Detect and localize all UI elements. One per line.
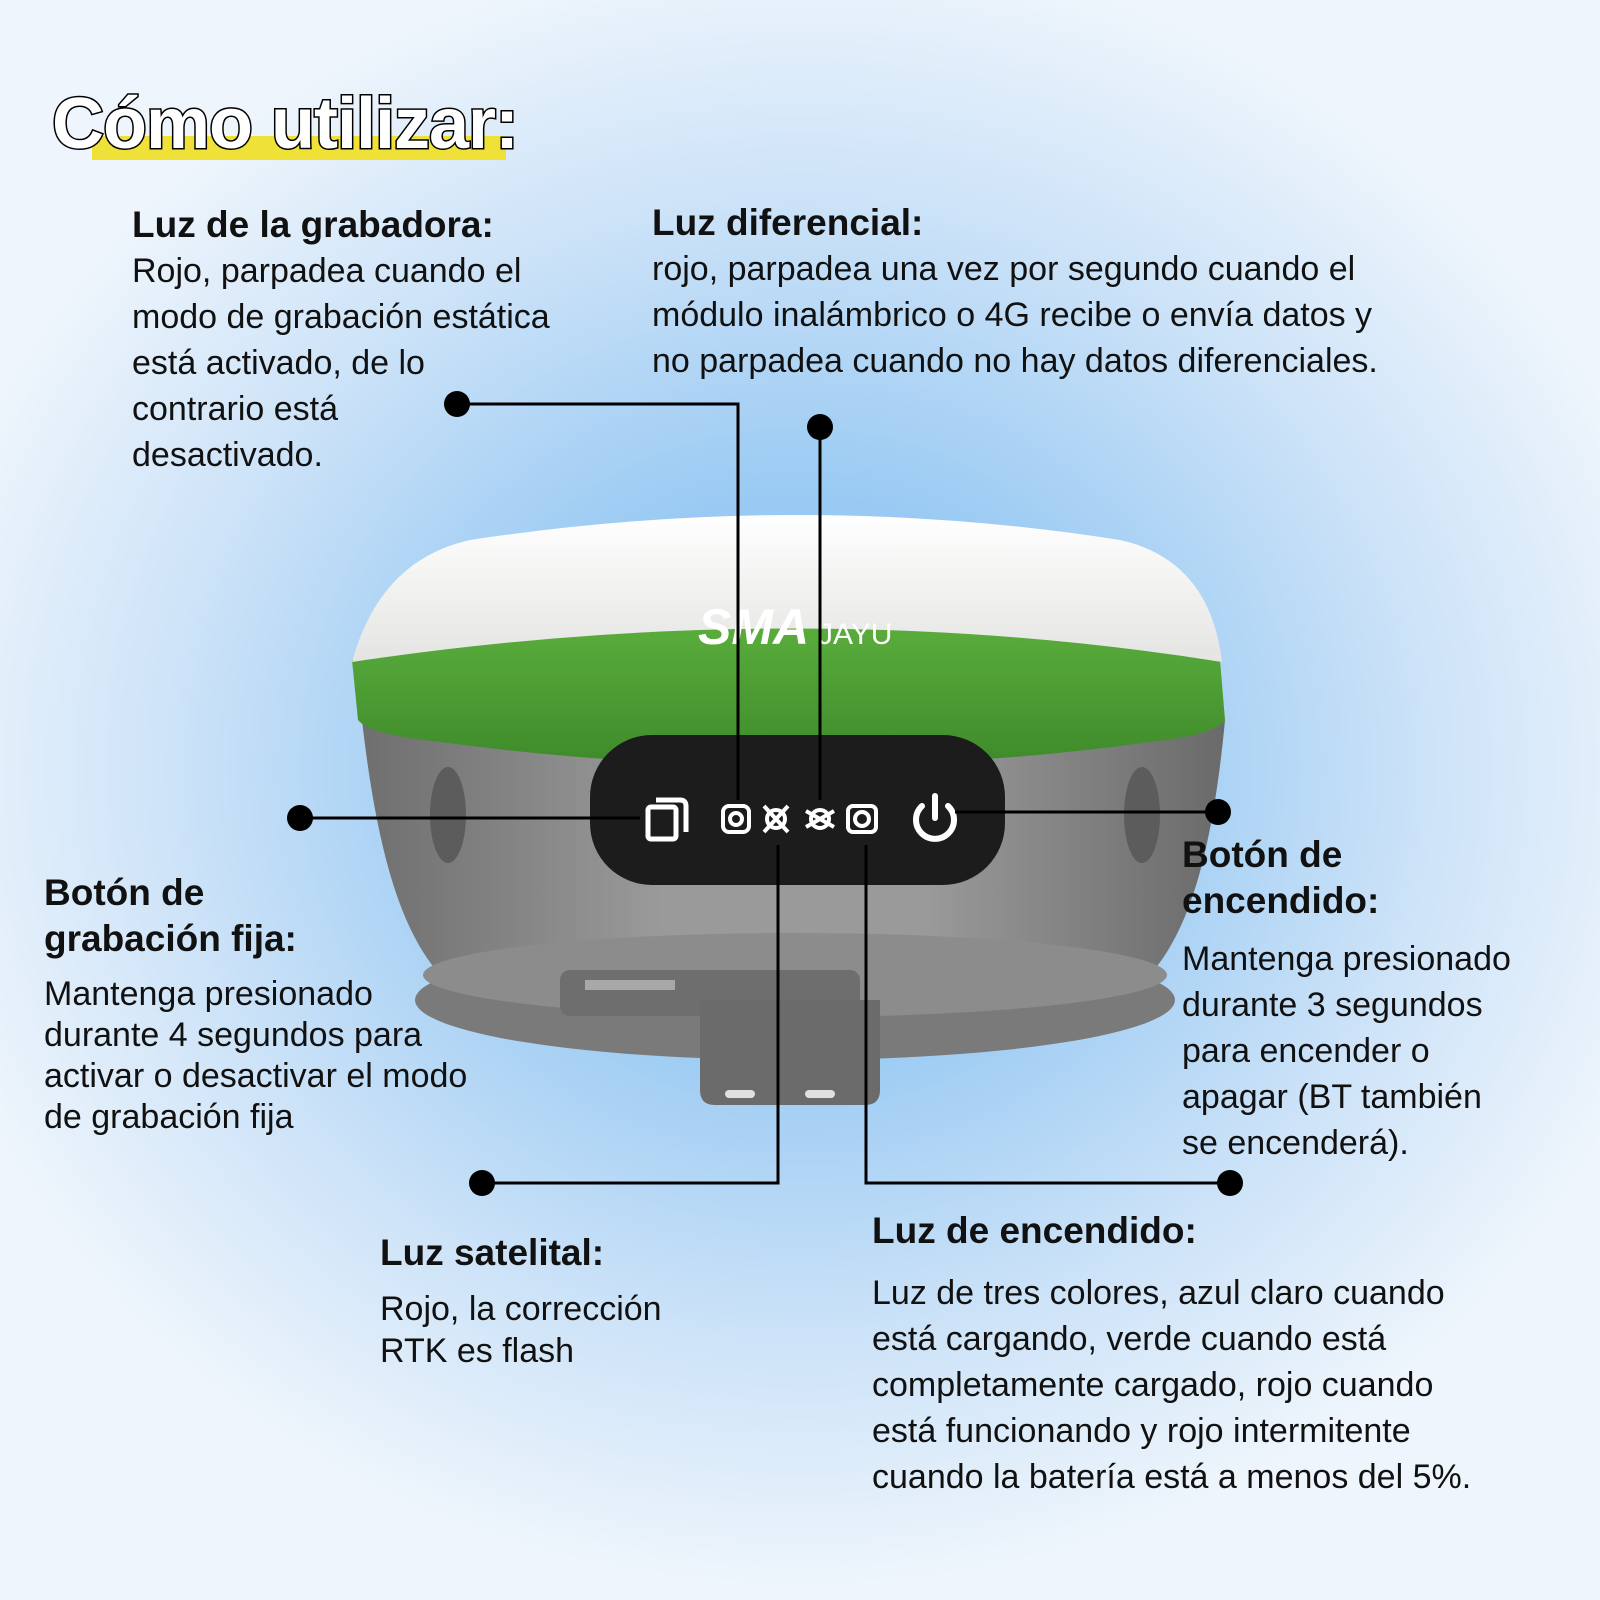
callout-heading: Botón de	[1182, 834, 1343, 875]
callout-heading: grabación fija:	[44, 918, 297, 959]
callout-line: durante 3 segundos	[1182, 986, 1483, 1024]
callout-line: está activado, de lo	[132, 344, 425, 382]
leader-satellite-light	[482, 845, 780, 1185]
callout-heading: Luz de encendido:	[872, 1210, 1197, 1251]
leader-power-light	[864, 845, 1230, 1185]
brand-logo: SMA	[698, 599, 809, 655]
white-dome	[352, 515, 1222, 662]
callout-heading: Botón de	[44, 872, 205, 913]
callout-line: contrario está	[132, 390, 338, 428]
record-button-icon	[645, 797, 689, 842]
callout-line: Rojo, la corrección	[380, 1290, 662, 1328]
callout-satellite-light: Luz satelital: Rojo, la corrección RTK e…	[380, 1230, 662, 1372]
callout-line: completamente cargado, rojo cuando	[872, 1366, 1434, 1404]
callout-line: rojo, parpadea una vez por segundo cuand…	[652, 250, 1356, 288]
callout-heading: encendido:	[1182, 880, 1380, 921]
power-light-icon	[846, 804, 878, 834]
callout-line: modo de grabación estática	[132, 298, 550, 336]
callout-line: Rojo, parpadea cuando el	[132, 252, 522, 290]
callout-line: está funcionando y rojo intermitente	[872, 1412, 1411, 1450]
leader-dots	[287, 391, 1243, 1196]
callout-line: no parpadea cuando no hay datos diferenc…	[652, 342, 1378, 380]
leader-recorder-light	[457, 402, 740, 800]
differential-light-icon	[805, 808, 835, 830]
page-title: Cómo utilizar:	[51, 83, 521, 166]
callout-line: módulo inalámbrico o 4G recibe o envía d…	[652, 296, 1373, 334]
title-highlight	[92, 136, 506, 160]
callout-line: RTK es flash	[380, 1332, 575, 1370]
title-block: Cómo utilizar:	[51, 83, 521, 166]
callout-power-button: Botón de encendido: Mantenga presionado …	[1182, 832, 1511, 1166]
callout-line: activar o desactivar el modo	[44, 1057, 468, 1095]
callout-line: desactivado.	[132, 436, 323, 474]
callout-line: Mantenga presionado	[44, 975, 373, 1013]
callout-power-light: Luz de encendido: Luz de tres colores, a…	[872, 1208, 1471, 1500]
green-band	[352, 625, 1225, 766]
callout-line: durante 4 segundos para	[44, 1016, 423, 1054]
satellite-light-icon	[762, 804, 790, 834]
callout-heading: Luz satelital:	[380, 1232, 605, 1273]
control-panel	[590, 735, 1005, 885]
callout-line: para encender o	[1182, 1032, 1430, 1070]
callout-recorder-light: Luz de la grabadora: Rojo, parpadea cuan…	[132, 202, 550, 478]
callout-fixed-record-button: Botón de grabación fija: Mantenga presio…	[44, 870, 467, 1138]
callout-line: cuando la batería está a menos del 5%.	[872, 1458, 1472, 1496]
power-button-icon	[913, 793, 957, 842]
callout-differential-light: Luz diferencial: rojo, parpadea una vez …	[652, 200, 1378, 384]
leader-lines	[300, 402, 1230, 1185]
callout-line: de grabación fija	[44, 1098, 294, 1136]
receiver-connector	[700, 1000, 880, 1105]
callout-heading: Luz diferencial:	[652, 202, 924, 243]
callout-line: apagar (BT también	[1182, 1078, 1482, 1116]
callout-line: Luz de tres colores, azul claro cuando	[872, 1274, 1445, 1312]
callout-heading: Luz de la grabadora:	[132, 204, 494, 245]
callout-line: está cargando, verde cuando está	[872, 1320, 1387, 1358]
callout-line: se encenderá).	[1182, 1124, 1409, 1162]
callout-line: Mantenga presionado	[1182, 940, 1511, 978]
brand-suffix: JAYU	[818, 618, 892, 651]
recording-light-icon	[721, 804, 751, 834]
